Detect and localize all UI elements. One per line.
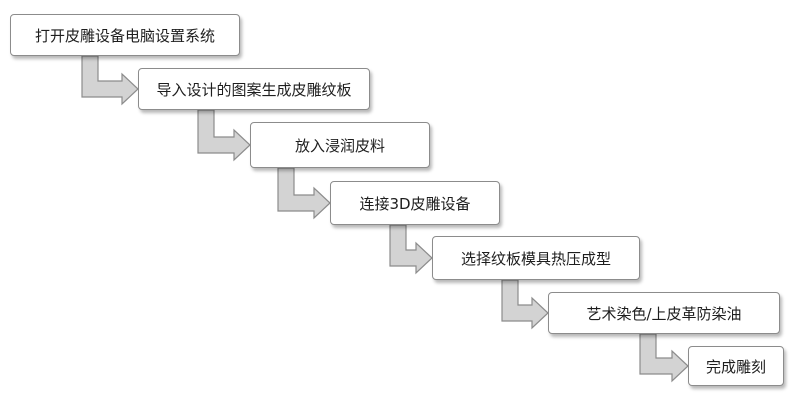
- connector-arrow-3: [277, 167, 331, 220]
- step-6-box: 艺术染色/上皮革防染油: [548, 292, 780, 334]
- step-4-label: 连接3D皮雕设备: [359, 194, 471, 213]
- connector-arrow-1: [81, 55, 139, 106]
- connector-arrow-5: [501, 279, 549, 330]
- connector-arrow-2: [197, 109, 251, 162]
- step-7-box: 完成雕刻: [688, 346, 784, 386]
- step-3-box: 放入浸润皮料: [250, 122, 430, 168]
- step-3-label: 放入浸润皮料: [294, 136, 385, 155]
- step-5-box: 选择纹板模具热压成型: [432, 236, 640, 280]
- step-7-label: 完成雕刻: [705, 357, 766, 376]
- step-1-label: 打开皮雕设备电脑设置系统: [34, 26, 215, 45]
- step-5-label: 选择纹板模具热压成型: [460, 249, 611, 268]
- step-1-box: 打开皮雕设备电脑设置系统: [10, 14, 240, 56]
- connector-arrow-4: [389, 224, 433, 275]
- step-2-box: 导入设计的图案生成皮雕纹板: [138, 68, 370, 110]
- step-2-label: 导入设计的图案生成皮雕纹板: [156, 80, 352, 99]
- step-6-label: 艺术染色/上皮革防染油: [586, 304, 742, 323]
- connector-arrow-6: [639, 333, 689, 383]
- step-4-box: 连接3D皮雕设备: [330, 181, 500, 225]
